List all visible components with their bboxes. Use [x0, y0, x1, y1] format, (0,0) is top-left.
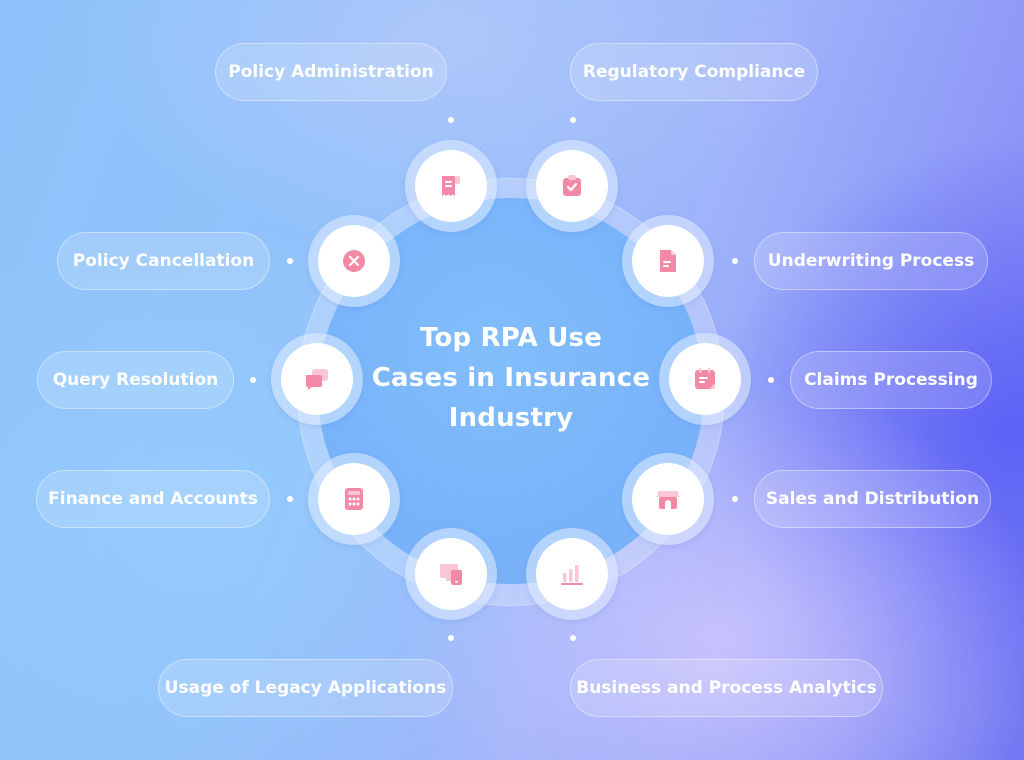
node-policy-administration[interactable]	[405, 140, 497, 232]
pill-finance-and-accounts[interactable]: Finance and Accounts	[36, 470, 270, 528]
title-line-3: Industry	[448, 403, 574, 433]
node-finance-and-accounts[interactable]	[308, 453, 400, 545]
calculator-icon	[345, 488, 363, 510]
pill-label: Policy Administration	[228, 62, 434, 82]
pill-label: Business and Process Analytics	[576, 678, 877, 698]
title-line-1: Top RPA Use	[419, 323, 603, 353]
node-business-process-analytics[interactable]	[526, 528, 618, 620]
chat-bubbles-icon	[306, 369, 328, 390]
calendar-note-icon	[695, 368, 715, 389]
connector-dot	[570, 635, 576, 641]
node-claims-processing[interactable]	[659, 333, 751, 425]
node-sales-and-distribution[interactable]	[622, 453, 714, 545]
node-legacy-applications[interactable]	[405, 528, 497, 620]
pill-label: Underwriting Process	[767, 251, 975, 271]
pill-policy-administration[interactable]: Policy Administration	[215, 43, 447, 101]
bar-chart-icon	[561, 565, 583, 585]
pill-business-process-analytics[interactable]: Business and Process Analytics	[570, 659, 883, 717]
pill-sales-and-distribution[interactable]: Sales and Distribution	[754, 470, 991, 528]
connector-dot	[768, 377, 774, 383]
connector-dot	[448, 635, 454, 641]
node-query-resolution[interactable]	[271, 333, 363, 425]
connector-dot	[287, 496, 293, 502]
pill-policy-cancellation[interactable]: Policy Cancellation	[57, 232, 270, 290]
pill-label: Query Resolution	[52, 370, 219, 390]
connector-dot	[287, 258, 293, 264]
pill-underwriting-process[interactable]: Underwriting Process	[754, 232, 988, 290]
receipt-icon	[442, 176, 460, 196]
connector-dot	[448, 117, 454, 123]
node-underwriting-process[interactable]	[622, 215, 714, 307]
cancel-x-icon	[343, 250, 365, 272]
pill-label: Regulatory Compliance	[582, 62, 806, 82]
connector-dot	[732, 258, 738, 264]
desktop-mobile-icon	[440, 564, 462, 585]
pill-label: Finance and Accounts	[48, 489, 258, 509]
node-policy-cancellation[interactable]	[308, 215, 400, 307]
pill-query-resolution[interactable]: Query Resolution	[37, 351, 234, 409]
node-regulatory-compliance[interactable]	[526, 140, 618, 232]
pill-label: Claims Processing	[804, 370, 978, 390]
clipboard-check-icon	[563, 175, 581, 196]
pill-label: Policy Cancellation	[72, 251, 255, 271]
storefront-icon	[657, 491, 679, 509]
connector-dot	[250, 377, 256, 383]
pill-claims-processing[interactable]: Claims Processing	[790, 351, 992, 409]
pill-legacy-applications[interactable]: Usage of Legacy Applications	[158, 659, 453, 717]
pill-regulatory-compliance[interactable]: Regulatory Compliance	[570, 43, 818, 101]
pill-label: Usage of Legacy Applications	[164, 678, 447, 698]
pill-label: Sales and Distribution	[765, 489, 980, 509]
connector-dot	[732, 496, 738, 502]
connector-dot	[570, 117, 576, 123]
title-line-2: Cases in Insurance	[371, 363, 651, 393]
document-icon	[660, 250, 676, 272]
diagram-title: Top RPA Use Cases in Insurance Industry	[361, 318, 661, 438]
